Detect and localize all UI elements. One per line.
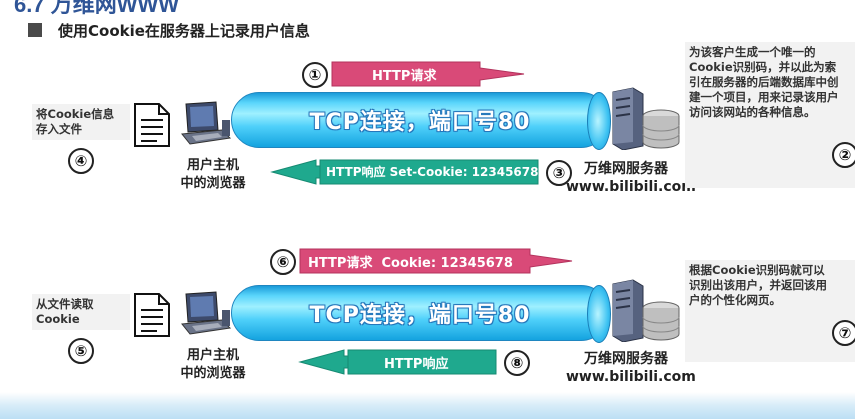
server-label-line: www.bilibili.com [566,179,696,195]
computer-icon [181,101,232,145]
client-label-bottom: 用户主机 中的浏览器 [158,347,268,383]
bullet-square-icon [28,23,42,37]
response-arrow-shape [298,349,497,375]
client-label-line: 用户主机 [186,348,239,363]
server-note-line: 建一个项目，用来记录该用户 [689,90,839,104]
document-icon [134,293,170,337]
client-note-bottom: 从文件读取 Cookie [32,294,130,330]
http-response-label: HTTP响应 Set-Cookie: 12345678 [326,165,539,179]
section-title: 6.7 万维网WWW [14,0,179,17]
computer-icon [181,291,232,335]
server-note-line: 识别出该用户，并返回该用 [689,278,827,292]
tcp-connection-tube-bottom: TCP连接，端口号80 [231,285,611,343]
step-number-2: ② [832,142,855,168]
server-note-top: 为该客户生成一个唯一的 Cookie识别码，并以此为索 引在服务器的后端数据库中… [685,42,855,188]
http-request-arrow-bottom: HTTP请求 Cookie: 12345678 [299,248,573,274]
client-note-line: 将Cookie信息 [36,107,115,121]
step-number-3: ③ [546,160,572,186]
http-request-cookie-label: HTTP请求 Cookie: 12345678 [308,256,513,271]
client-note-line: Cookie [36,312,80,326]
request-arrow-shape [331,61,525,87]
server-note-line: 引在服务器的后端数据库中创 [689,75,839,89]
server-label-bottom: 万维网服务器 www.bilibili.com [566,350,696,386]
server-icon [612,279,644,342]
server-label-line: www.bilibili.com [566,369,696,385]
http-response-arrow-bottom: HTTP响应 [298,349,497,375]
server-note-line: 为该客户生成一个唯一的 [689,45,816,59]
http-response-label: HTTP响应 [384,357,449,372]
document-icon [134,103,170,147]
server-label-top: 万维网服务器 www.bilibili.com [566,160,696,196]
client-note-line: 从文件读取 [36,297,94,311]
http-request-arrow-top: HTTP请求 [331,61,525,87]
server-note-line: 访问该网站的各种信息。 [689,105,816,119]
tcp-connection-label: TCP连接，端口号80 [309,110,531,135]
http-response-arrow-top: HTTP响应 Set-Cookie: 12345678 [270,159,539,185]
slide-subtitle: 使用Cookie在服务器上记录用户信息 [58,22,310,40]
request-arrow-shape [299,248,573,274]
step-number-7: ⑦ [832,320,855,346]
database-icon [642,109,680,149]
server-note-line: Cookie识别码，并以此为索 [689,60,837,74]
database-icon [642,301,680,341]
client-note-top: 将Cookie信息 存入文件 [32,104,130,140]
step-number-6: ⑥ [270,249,296,275]
server-note-bottom: 根据Cookie识别码就可以 识别出该用户，并返回该用 户的个性化网页。 [685,260,855,362]
client-note-line: 存入文件 [36,122,82,136]
server-label-line: 万维网服务器 [584,161,668,177]
step-number-5: ⑤ [68,338,94,364]
client-label-line: 中的浏览器 [180,176,246,191]
server-note-line: 户的个性化网页。 [689,293,781,307]
client-label-line: 用户主机 [186,158,239,173]
server-icon [612,87,644,150]
response-arrow-shape [270,159,539,185]
tcp-connection-tube-top: TCP连接，端口号80 [231,92,611,150]
server-note-line: 根据Cookie识别码就可以 [689,263,825,277]
http-request-label: HTTP请求 [372,69,437,84]
server-label-line: 万维网服务器 [584,351,668,367]
video-progress-fade [0,392,855,419]
step-number-8: ⑧ [504,350,530,376]
step-number-1: ① [302,62,328,88]
client-label-line: 中的浏览器 [180,366,246,381]
tcp-connection-label: TCP连接，端口号80 [309,303,531,328]
step-number-4: ④ [68,148,94,174]
client-label-top: 用户主机 中的浏览器 [158,157,268,193]
